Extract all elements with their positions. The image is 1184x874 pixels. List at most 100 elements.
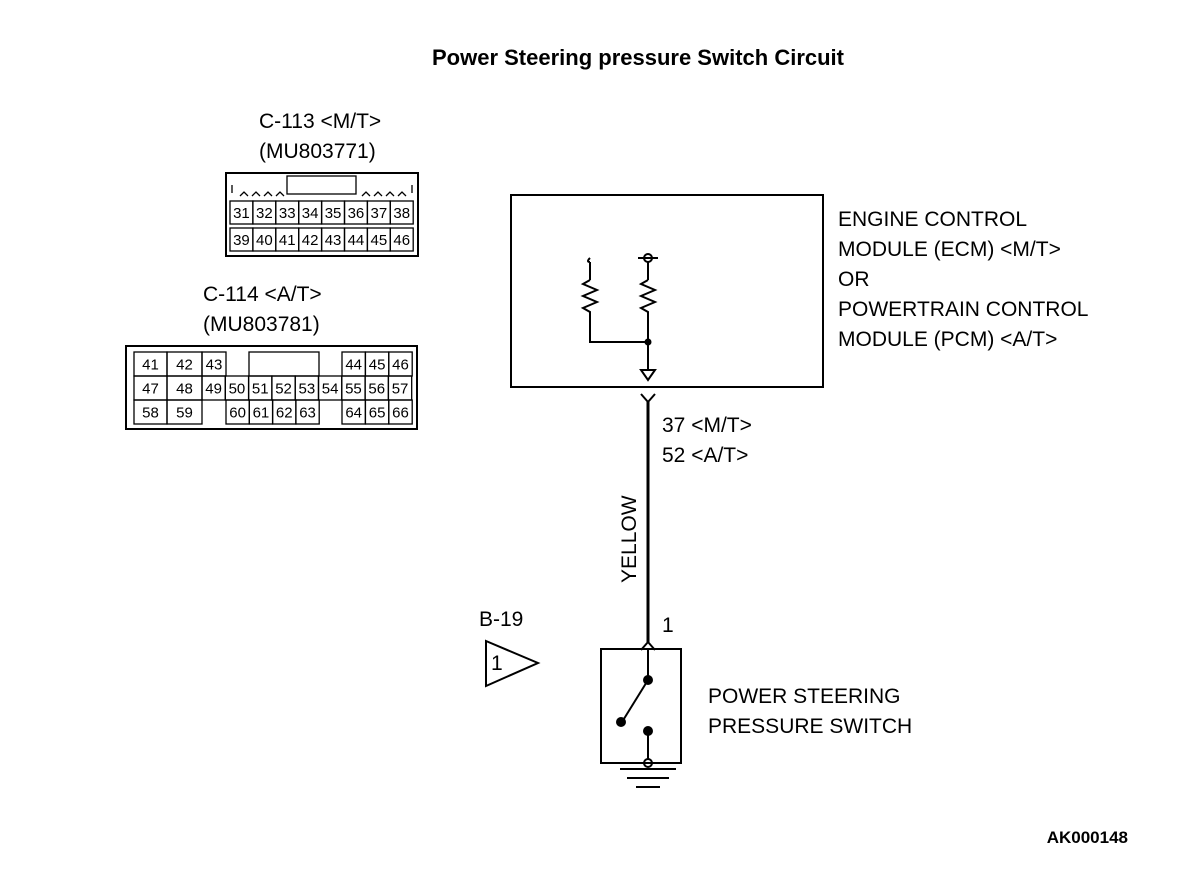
c114-pin: 51 bbox=[247, 375, 273, 401]
connector-pin-label: 47 bbox=[142, 381, 159, 398]
connector-pin-label: 41 bbox=[142, 357, 159, 374]
c114-pin: 58 bbox=[133, 399, 168, 425]
ecm-label-line1: ENGINE CONTROL bbox=[838, 208, 1027, 231]
connector-pin-label: 42 bbox=[176, 357, 193, 374]
c114-pin: 45 bbox=[364, 351, 390, 377]
yellow-wire: 37 <M/T> 52 <A/T> YELLOW 1 bbox=[618, 393, 752, 651]
figure-id: AK000148 bbox=[1047, 828, 1128, 847]
ecm-label-line3: OR bbox=[838, 268, 870, 291]
c113-pin: 32 bbox=[252, 200, 277, 225]
connector-pin-label: 45 bbox=[371, 232, 388, 249]
connector-pin-label: 52 bbox=[275, 381, 292, 398]
connector-pin-label: 63 bbox=[299, 405, 316, 422]
c113-pin: 45 bbox=[366, 227, 391, 252]
c114-pin: 49 bbox=[201, 375, 226, 401]
ecm-label-line2: MODULE (ECM) <M/T> bbox=[838, 238, 1061, 261]
c113-pin: 37 bbox=[366, 200, 391, 225]
connector-pin-label: 44 bbox=[348, 232, 365, 249]
diagram-title: Power Steering pressure Switch Circuit bbox=[432, 45, 845, 70]
c113-pin: 39 bbox=[229, 227, 254, 252]
c114-pin: 57 bbox=[387, 375, 413, 401]
connector-pin-label: 46 bbox=[393, 232, 410, 249]
connector-pin-label: 39 bbox=[233, 232, 250, 249]
ecm-pin-mt: 37 <M/T> bbox=[662, 414, 752, 437]
c114-pin: 44 bbox=[341, 351, 367, 377]
c114-pin: 42 bbox=[166, 351, 203, 377]
c114-pin: 55 bbox=[341, 375, 366, 401]
c114-pin: 59 bbox=[166, 399, 203, 425]
connector-pin-label: 44 bbox=[345, 357, 362, 374]
c114-pin: 47 bbox=[133, 375, 168, 401]
connector-pin-label: 38 bbox=[393, 205, 410, 222]
c114-pin: 56 bbox=[364, 375, 390, 401]
c113-pin: 42 bbox=[298, 227, 323, 252]
c113-pin: 33 bbox=[275, 200, 300, 225]
connector-b19-name: B-19 bbox=[479, 608, 523, 631]
connector-b19-pin: 1 bbox=[491, 652, 503, 675]
c113-pin: 38 bbox=[389, 200, 414, 225]
c114-pin: 60 bbox=[225, 399, 250, 425]
connector-c114-part: (MU803781) bbox=[203, 313, 320, 336]
c114-pin: 54 bbox=[317, 375, 343, 401]
connector-pin-label: 45 bbox=[369, 357, 386, 374]
connector-pin-label: 48 bbox=[176, 381, 193, 398]
connector-pin-label: 50 bbox=[229, 381, 246, 398]
c113-pin: 34 bbox=[298, 200, 323, 225]
c114-pin: 64 bbox=[341, 399, 367, 425]
c114-pin: 48 bbox=[166, 375, 203, 401]
connector-pin-label: 57 bbox=[392, 381, 409, 398]
c113-pin: 44 bbox=[343, 227, 369, 252]
c114-pin: 52 bbox=[271, 375, 296, 401]
c113-pin: 35 bbox=[320, 200, 346, 225]
connector-pin-label: 53 bbox=[299, 381, 316, 398]
connector-pin-label: 31 bbox=[233, 205, 250, 222]
connector-pin-label: 34 bbox=[302, 205, 319, 222]
connector-pin-label: 55 bbox=[345, 381, 362, 398]
connector-c113-name: C-113 <M/T> bbox=[259, 110, 381, 133]
connector-pin-label: 66 bbox=[392, 405, 409, 422]
c114-pin: 43 bbox=[201, 351, 227, 377]
ecm-module: ENGINE CONTROL MODULE (ECM) <M/T> OR POW… bbox=[510, 194, 1088, 388]
connector-pin-label: 37 bbox=[371, 205, 388, 222]
connector-pin-label: 32 bbox=[256, 205, 273, 222]
connector-pin-label: 36 bbox=[348, 205, 365, 222]
connector-pin-label: 35 bbox=[325, 205, 342, 222]
c114-pin: 41 bbox=[133, 351, 168, 377]
connector-pin-label: 42 bbox=[302, 232, 319, 249]
switch-label-line2: PRESSURE SWITCH bbox=[708, 715, 912, 738]
ecm-label-line5: MODULE (PCM) <A/T> bbox=[838, 328, 1057, 351]
switch-pin-number: 1 bbox=[662, 614, 674, 637]
c114-pin: 61 bbox=[248, 399, 274, 425]
c113-pin: 40 bbox=[252, 227, 277, 252]
c113-pin: 43 bbox=[320, 227, 346, 252]
connector-pin-label: 62 bbox=[276, 405, 293, 422]
connector-pin-label: 59 bbox=[176, 405, 193, 422]
c114-pin: 50 bbox=[224, 375, 250, 401]
c114-pin: 53 bbox=[294, 375, 320, 401]
c114-pin: 46 bbox=[388, 351, 413, 377]
switch-label-line1: POWER STEERING bbox=[708, 685, 901, 708]
ecm-pin-at: 52 <A/T> bbox=[662, 444, 748, 467]
connector-pin-label: 49 bbox=[205, 381, 222, 398]
c114-pin: 62 bbox=[271, 399, 297, 425]
connector-pin-label: 51 bbox=[252, 381, 269, 398]
power-steering-pressure-switch: POWER STEERING PRESSURE SWITCH bbox=[600, 648, 912, 788]
connector-pin-label: 33 bbox=[279, 205, 296, 222]
connector-b19-marker: B-19 1 bbox=[479, 608, 541, 688]
c114-pin: 63 bbox=[295, 399, 320, 425]
connector-pin-label: 56 bbox=[368, 381, 385, 398]
ecm-label-line4: POWERTRAIN CONTROL bbox=[838, 298, 1088, 321]
c113-pin: 41 bbox=[275, 227, 300, 252]
connector-pin-label: 54 bbox=[322, 381, 339, 398]
connector-pin-label: 43 bbox=[325, 232, 342, 249]
c113-pin: 46 bbox=[389, 227, 414, 252]
connector-pin-label: 41 bbox=[279, 232, 296, 249]
connector-pin-label: 60 bbox=[229, 405, 246, 422]
c113-pin: 36 bbox=[343, 200, 369, 225]
connector-pin-label: 58 bbox=[142, 405, 159, 422]
